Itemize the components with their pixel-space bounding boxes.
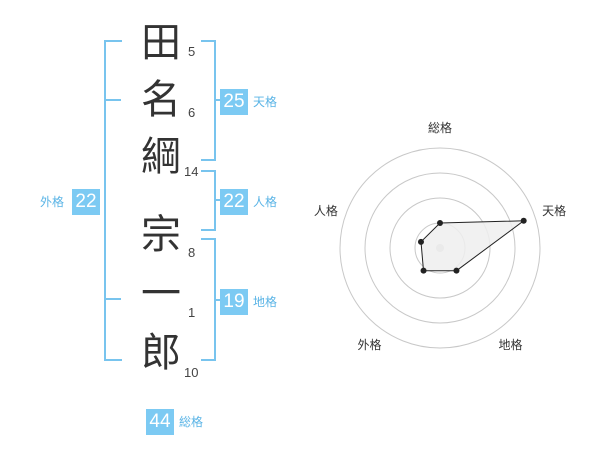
jinkaku-label: 人格 bbox=[253, 195, 278, 209]
gaikaku-bracket-tick bbox=[104, 99, 121, 101]
stroke-count-5: 1 bbox=[188, 305, 196, 320]
stroke-count-1: 5 bbox=[188, 44, 196, 59]
name-char-6: 郎 bbox=[141, 330, 181, 376]
soukaku-label: 総格 bbox=[179, 415, 204, 429]
stroke-count-3: 14 bbox=[184, 164, 199, 179]
gaikaku-bracket-tick bbox=[104, 298, 121, 300]
soukaku-badge: 44 bbox=[146, 409, 174, 435]
name-char-4: 宗 bbox=[141, 212, 181, 258]
chikaku-badge: 19 bbox=[220, 289, 248, 315]
name-char-2: 名 bbox=[141, 77, 181, 123]
tenkaku-bracket-tick bbox=[214, 99, 220, 101]
radar-axis-label-5: 人格 bbox=[314, 203, 338, 218]
tenkaku-badge: 25 bbox=[220, 89, 248, 115]
radar-axis-label-2: 天格 bbox=[542, 203, 566, 218]
radar-ring-2 bbox=[364, 172, 516, 324]
gaikaku-bracket bbox=[104, 40, 122, 361]
radar-point-2 bbox=[520, 217, 527, 224]
radar-point-1 bbox=[437, 220, 443, 226]
radar-axis-label-1: 総格 bbox=[428, 120, 452, 135]
name-char-3: 綱 bbox=[141, 134, 181, 180]
stroke-count-2: 6 bbox=[188, 105, 196, 120]
radar-ring-1 bbox=[339, 147, 541, 349]
stroke-count-6: 10 bbox=[184, 365, 199, 380]
radar-point-4 bbox=[420, 267, 427, 274]
jinkaku-bracket-tick bbox=[214, 199, 220, 201]
tenkaku-label: 天格 bbox=[253, 95, 278, 109]
radar-point-5 bbox=[417, 238, 424, 245]
name-char-5: 一 bbox=[141, 271, 181, 317]
stroke-count-4: 8 bbox=[188, 245, 196, 260]
radar-score-area bbox=[420, 220, 526, 272]
gaikaku-badge: 22 bbox=[72, 189, 100, 215]
radar-axis-label-3: 地格 bbox=[499, 337, 523, 352]
gaikaku-label: 外格 bbox=[40, 195, 65, 209]
radar-point-3 bbox=[453, 267, 460, 274]
radar-ring-3 bbox=[389, 197, 491, 299]
chikaku-label: 地格 bbox=[253, 295, 278, 309]
jinkaku-badge: 22 bbox=[220, 189, 248, 215]
chikaku-bracket-tick bbox=[214, 299, 220, 301]
radar-axis-label-4: 外格 bbox=[357, 337, 381, 352]
name-char-1: 田 bbox=[141, 20, 181, 66]
